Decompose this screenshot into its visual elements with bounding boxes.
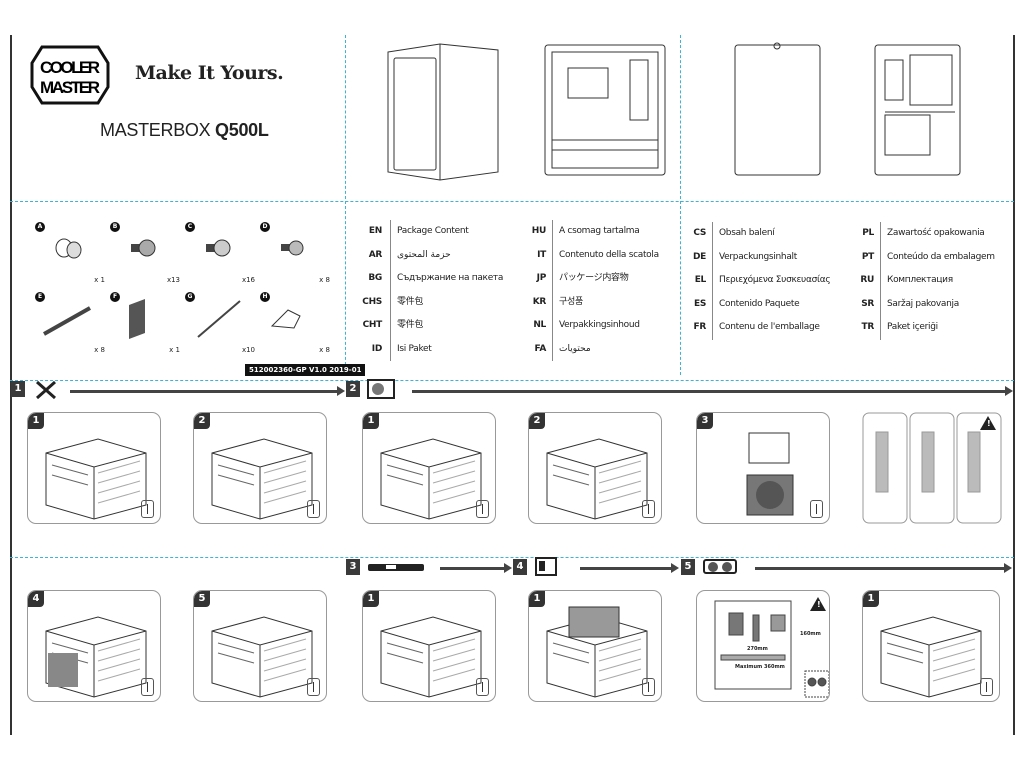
case-back-view — [874, 44, 961, 176]
rivet-icon — [43, 306, 91, 336]
psu-orientation-illustration — [862, 412, 1002, 524]
cable-tie-icon — [197, 300, 241, 338]
screwdriver-icon — [642, 678, 655, 696]
gpu-icon — [703, 559, 737, 574]
step-3-panel-1: 1 — [362, 590, 496, 702]
fold-line — [10, 201, 1014, 202]
step-arrow — [755, 563, 1012, 573]
step-2-panel-3: 3 — [696, 412, 830, 524]
screwdriver-icon — [476, 500, 489, 518]
screwdriver-icon — [642, 500, 655, 518]
slogan: Make It Yours. — [135, 62, 284, 84]
screw-icon — [206, 239, 231, 257]
fold-line — [10, 557, 1014, 558]
screwdriver-icon — [810, 500, 823, 518]
psu-orientation-panels: ! — [862, 412, 1002, 524]
step-4-header: 4 — [513, 557, 559, 576]
case-side-view — [544, 44, 666, 176]
step-2-panel-2: 2 — [528, 412, 662, 524]
standoff-icon — [55, 238, 82, 259]
screwdriver-icon — [307, 678, 320, 696]
step-1-panel-1: 1 — [27, 412, 161, 524]
step-5-header: 5 — [681, 559, 737, 575]
mount-clip-icon — [270, 309, 301, 329]
step-1-panel-2: 2 — [193, 412, 327, 524]
step-3-header: 3 — [346, 559, 426, 575]
step-arrow — [580, 563, 679, 573]
step-4-panel-1: 1 — [528, 590, 662, 702]
screwdriver-icon — [307, 500, 320, 518]
screw-icon — [281, 240, 304, 256]
step-2-header: 2 — [346, 379, 396, 399]
step-1-header: 1 — [11, 380, 63, 400]
fold-line — [345, 35, 346, 375]
svg-text:COOLER: COOLER — [40, 58, 100, 77]
psu-clearance-label: 160mm — [800, 631, 821, 637]
screw-icon — [131, 239, 156, 257]
screwdriver-icon — [476, 678, 489, 696]
screwdriver-icon — [980, 678, 993, 696]
motherboard-icon — [535, 557, 557, 576]
step-arrow — [412, 386, 1013, 396]
version-label: 512002360-GP V1.0 2019-01 — [245, 364, 366, 376]
step-2-panel-4: 4 — [27, 590, 161, 702]
tools-icon — [36, 380, 56, 400]
clearance-illustration — [714, 600, 829, 698]
screwdriver-icon — [141, 500, 154, 518]
case-front-view — [734, 42, 821, 176]
fold-line — [680, 35, 681, 375]
step-arrow — [70, 386, 345, 396]
case-illustration — [546, 606, 648, 698]
svg-text:MASTER: MASTER — [40, 78, 100, 97]
step-2-panel-5: 5 — [193, 590, 327, 702]
mb-clearance-label: 270mm — [747, 646, 768, 652]
case-front-iso — [387, 43, 499, 181]
warning-icon: ! — [810, 597, 826, 611]
step-5-panel-1: 1 — [862, 590, 1000, 702]
step-5-clearance-panel: 160mm 270mm Maximum 360mm ! — [696, 590, 830, 702]
case-views — [387, 42, 961, 181]
cooler-master-logo: COOLER MASTER — [30, 45, 110, 105]
step-2-panel-1: 1 — [362, 412, 496, 524]
foam-pad-icon — [129, 299, 145, 339]
warning-icon: ! — [980, 416, 996, 430]
step-arrow — [440, 563, 512, 573]
fold-line — [10, 380, 1014, 381]
screwdriver-icon — [141, 678, 154, 696]
io-panel-icon — [368, 564, 424, 571]
psu-icon — [367, 379, 395, 399]
model-name: MASTERBOX Q500L — [100, 120, 269, 140]
gpu-clearance-label: Maximum 360mm — [735, 664, 785, 670]
case-illustration — [45, 616, 147, 698]
psu-bracket-illustration — [746, 432, 794, 516]
right-border — [1013, 35, 1015, 735]
